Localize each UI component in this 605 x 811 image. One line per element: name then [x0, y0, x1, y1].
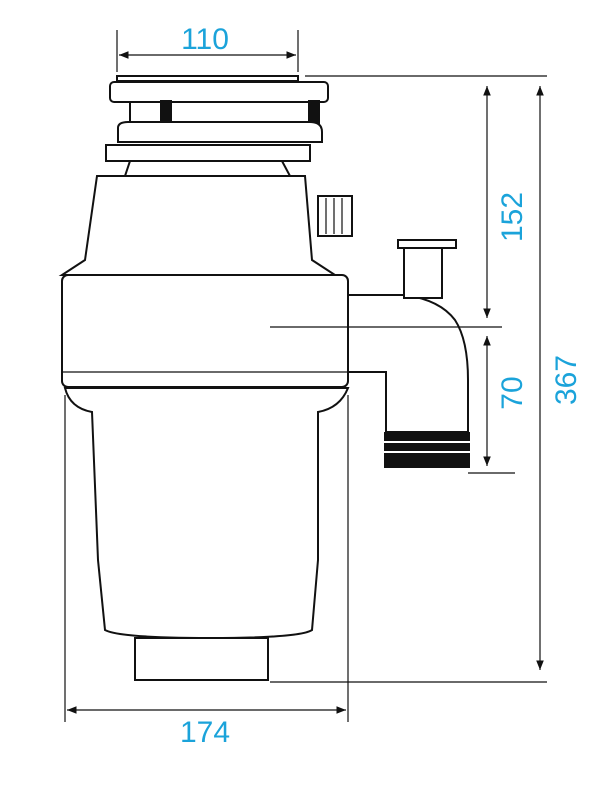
dimension-outlet-height: 70: [483, 336, 529, 466]
extension-lines: [64, 30, 547, 722]
dimension-label-110: 110: [181, 23, 229, 56]
dimension-label-367: 367: [550, 355, 583, 405]
dimension-total-height: 367: [536, 86, 583, 670]
dimension-upper-height: 152: [483, 86, 529, 318]
dimension-top-width: 110: [119, 23, 296, 59]
dimension-body-width: 174: [67, 706, 346, 749]
dimension-label-152: 152: [496, 192, 529, 242]
food-waste-disposer: [58, 75, 470, 681]
dimension-label-70: 70: [496, 376, 529, 409]
dimension-label-174: 174: [180, 716, 230, 749]
